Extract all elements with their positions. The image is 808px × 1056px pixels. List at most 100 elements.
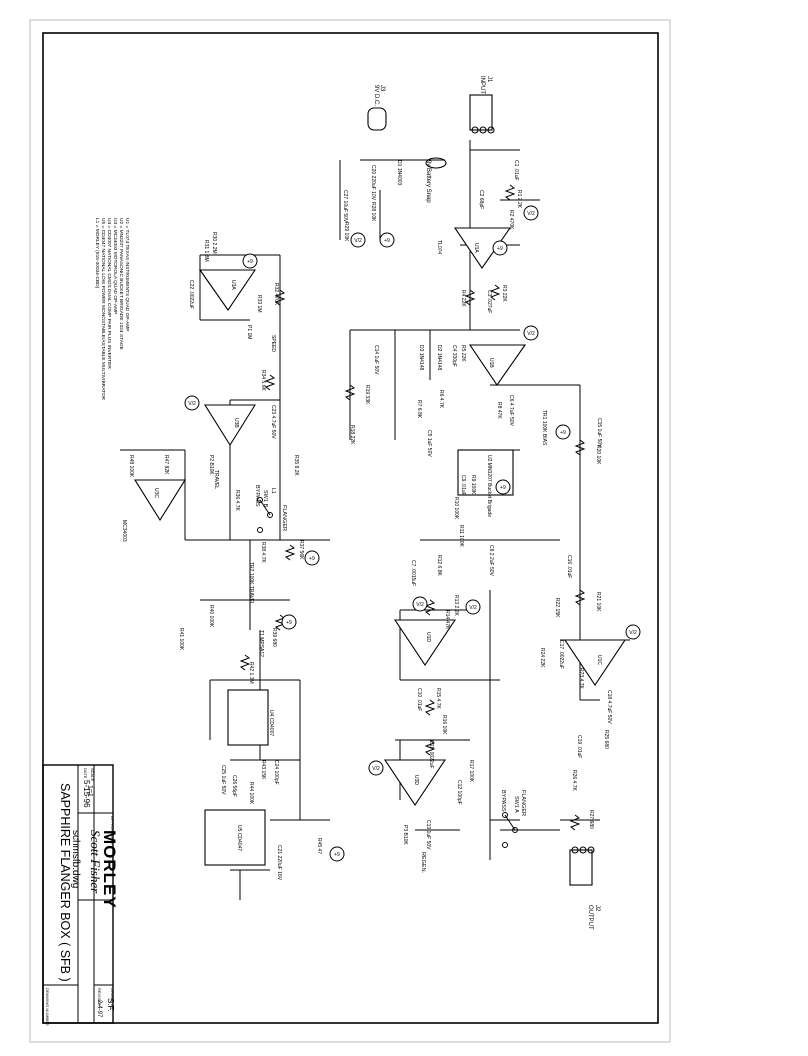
resistor-r42: [239, 654, 251, 671]
part-c8: C8 2.2uF 50V: [488, 545, 494, 577]
part-r42: R42 1.3M: [248, 662, 254, 684]
part-c18: C18 4.7uF 50V: [606, 690, 612, 724]
revised-value: 2-4-97: [96, 1000, 102, 1018]
part-r41: R41 100K: [178, 628, 184, 651]
part-d1: D1 1N4003: [396, 160, 402, 186]
part-r22: R22 15K: [554, 598, 560, 618]
resistor-r19: [344, 384, 356, 401]
part-c17: C17 .0022uF: [558, 640, 564, 669]
part-c4: C4 330pF: [451, 345, 457, 367]
part-speed: SPEED: [270, 335, 276, 352]
rail-v9: +9: [247, 259, 253, 265]
part-r5: R5 22K: [460, 345, 466, 362]
part-r13: R13 2.2K: [453, 595, 459, 617]
part-c1: C1 .01uF: [513, 160, 519, 181]
part-c11: C11 .0022uF: [428, 740, 434, 769]
part-u1b: U1B: [488, 358, 494, 368]
connector-labels: J1 INPUT J3 9V D.C. J2 OUTPUT 9v Battery…: [373, 76, 600, 930]
sw1a-flanger: FLANGER: [520, 790, 526, 816]
drawing-title: SAPPHIRE FLANGER BOX ( SFB ): [58, 783, 72, 982]
component-labels: D1 1N4003 C20 220uF 10V C27 10uF 50V C1 …: [121, 160, 612, 881]
resistor-r15: [424, 699, 436, 716]
part-r3: R3 22K: [501, 285, 507, 302]
part-r2: R2 470K: [508, 210, 514, 230]
part-c12: C12 100pF: [456, 780, 462, 805]
part-r16: R16 10K: [441, 715, 447, 735]
part-r32: R32 470K: [273, 283, 279, 306]
jack-j1-body: [469, 94, 493, 131]
rail-v9: +9: [500, 485, 506, 491]
part-c10: C10 .01uF: [416, 688, 422, 711]
switch-graphics: [257, 497, 518, 848]
battery-snap: [425, 157, 447, 169]
rail-v9: +9: [497, 246, 503, 252]
part-r19: R19 33K: [364, 385, 370, 405]
part-tl074: TL074: [436, 240, 442, 254]
rail-v9: +9: [384, 238, 390, 244]
part-r24: R24 22K: [539, 648, 545, 668]
part-r1: R1 2.2K: [516, 190, 522, 209]
part-c21: C21 220uF 16V: [276, 845, 282, 881]
part-c25: C25 1uF 50V: [220, 765, 226, 795]
part-u4: U4 CD4007: [268, 710, 274, 736]
rail-v2: V/2: [469, 605, 477, 611]
rail-v2: V/2: [527, 211, 535, 217]
opamp-u3a: [198, 269, 257, 311]
notes-block: U1 = TL074 TEXAS INSTRUMENTS QUAD OP-AMP…: [94, 218, 130, 401]
part-r20: R20 10K: [595, 445, 601, 465]
scale-label: SCALE: [90, 768, 95, 781]
part-r47: R47 82K: [163, 455, 169, 475]
jack-j2-body: [569, 849, 593, 886]
op-amps: [134, 227, 627, 806]
part-u3b: U3B: [233, 418, 239, 428]
jack-j3-body: [367, 107, 387, 131]
part-c19: C19 .01uF: [576, 735, 582, 758]
opamp-u3d: [383, 759, 447, 806]
title-block: [42, 764, 114, 1024]
opamp-u3b: [204, 404, 256, 447]
part-p1: P1 1M: [246, 325, 252, 339]
part-r6: R6 4.7K: [438, 390, 444, 409]
rail-v9: +9: [560, 430, 566, 436]
part-r33: R33 1M: [256, 295, 262, 313]
part-r11: R11 100K: [458, 525, 464, 548]
opamp-u3c: [134, 479, 186, 522]
resistor-r27: [569, 814, 581, 831]
drawing-number-label: DRAWING NUMBER: [45, 988, 50, 1026]
ic-u5-cd4047: [204, 809, 266, 866]
rail-v9: +9: [286, 620, 292, 626]
opamp-u1d: [393, 619, 457, 666]
part-c24: C24 100pF: [273, 760, 279, 785]
part-c6: C6 4.7uF 50V: [508, 395, 514, 427]
sw1b-label: SW1 B: [262, 490, 268, 507]
rail-markers: [184, 205, 641, 862]
opamp-u1c: [563, 639, 627, 686]
part-r34: R34 5.6K: [260, 370, 266, 392]
resistor-r37: [284, 544, 296, 561]
resistor-r32: [274, 289, 286, 306]
rail-v2: V/2: [372, 766, 380, 772]
part-u3c: U3C: [153, 488, 159, 498]
part-r35: R35 8.2K: [293, 455, 299, 477]
part-r38: R38 4.7K: [260, 542, 266, 564]
rail-v2: V/2: [188, 401, 196, 407]
part-c27: C27 10uF 50V: [342, 190, 348, 223]
jack-j3-ref: J3: [379, 85, 385, 92]
part-c22: C22 .0022uF: [188, 280, 194, 309]
rail-v2: V/2: [416, 602, 424, 608]
rail-v2: V/2: [527, 331, 535, 337]
resistors: [239, 184, 586, 831]
part-r4: R4 22K: [460, 290, 466, 307]
drawing-border: [42, 32, 659, 1024]
part-r29: R29 10K: [343, 222, 349, 242]
part-u3a: U3A: [230, 280, 236, 290]
part-r40: R40 100K: [208, 605, 214, 628]
revised-label: REVISED: [97, 988, 102, 1006]
part-r26: R26 4.7K: [571, 770, 577, 792]
part-r7: R7 6.8K: [416, 400, 422, 419]
part-tr2: TR2 100K TRAVEL: [248, 562, 254, 605]
part-c26: C26 56pF: [231, 775, 237, 797]
battery-label: 9v Battery Snap: [425, 160, 431, 203]
rail-v2: V/2: [629, 630, 637, 636]
part-r23: R23 4.7K: [578, 668, 584, 690]
